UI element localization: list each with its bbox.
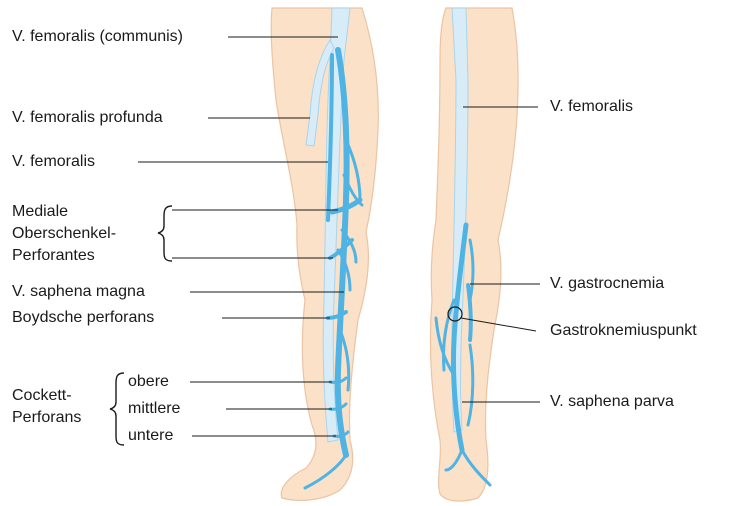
label-gastroknemiuspunkt: Gastroknemiuspunkt [550,321,697,340]
label-untere: untere [128,426,173,445]
label-boydsche-perforans: Boydsche perforans [12,308,154,327]
label-femoralis-communis: V. femoralis (communis) [12,27,183,46]
label-femoralis-profunda: V. femoralis profunda [12,108,163,127]
label-mediale-line2: Oberschenkel- [12,224,116,243]
back-leg-skin [430,8,518,501]
mediale-brace [158,206,172,261]
label-obere: obere [128,372,169,391]
label-femoralis-front: V. femoralis [12,152,95,171]
label-saphena-parva: V. saphena parva [550,392,674,411]
front-leg [271,8,378,500]
label-femoralis-back: V. femoralis [550,97,633,116]
cockett-brace [110,373,124,445]
label-mediale-line3: Perforantes [12,246,95,265]
label-gastrocnemia: V. gastrocnemia [550,274,664,293]
label-cockett-line1: Cockett- [12,386,72,405]
label-mediale-line1: Mediale [12,202,68,221]
label-saphena-magna: V. saphena magna [12,282,145,301]
label-cockett-line2: Perforans [12,408,81,427]
back-leg [430,8,518,501]
label-mittlere: mittlere [128,399,180,418]
